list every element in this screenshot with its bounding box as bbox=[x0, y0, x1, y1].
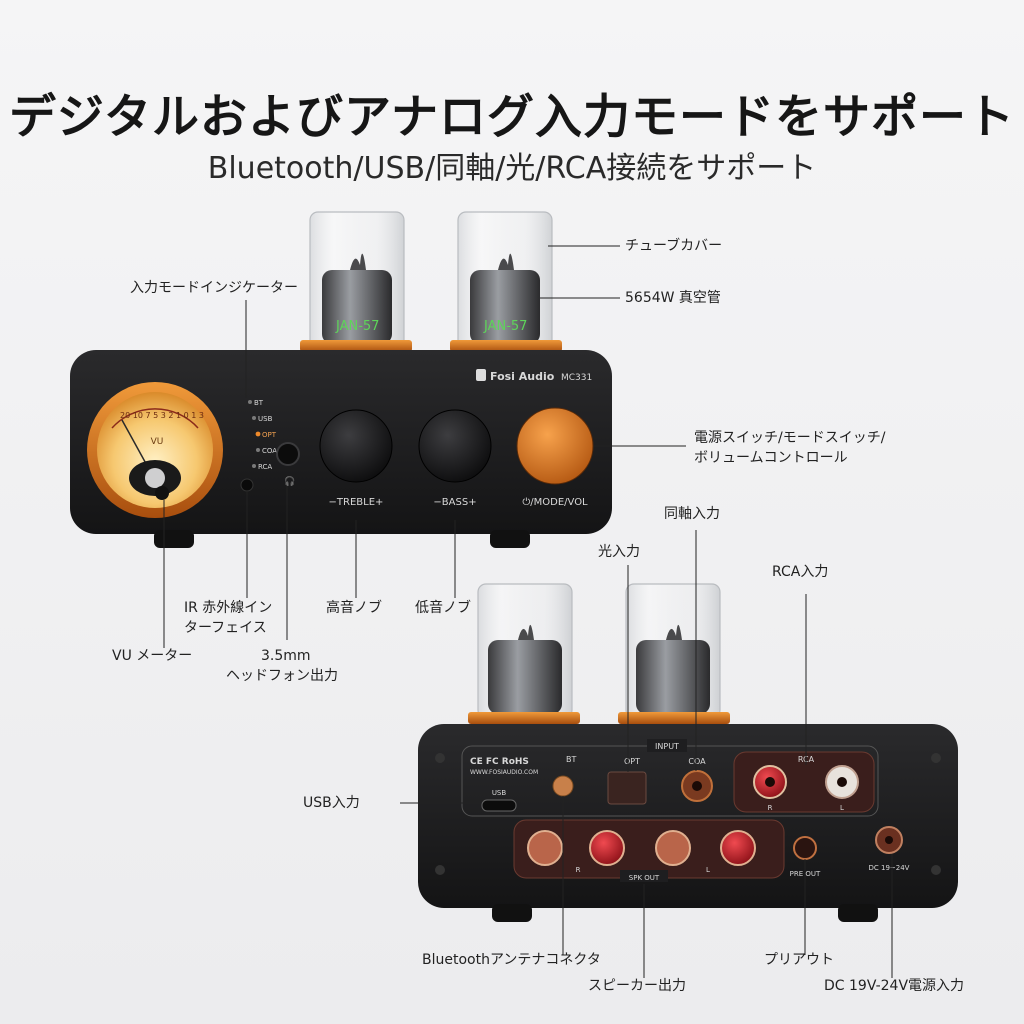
callout-lines bbox=[163, 245, 893, 978]
page-title: デジタルおよびアナログ入力モードをサポート bbox=[8, 90, 1016, 145]
usb-label: USB bbox=[492, 789, 507, 797]
rca-r-label: R bbox=[768, 804, 773, 812]
model-name: MC331 bbox=[561, 373, 592, 383]
volume-knob[interactable] bbox=[516, 407, 594, 485]
front-tube-left: JAN-57 bbox=[300, 211, 412, 352]
indicator-opt: OPT bbox=[262, 431, 277, 439]
spk-r-label: R bbox=[576, 866, 581, 874]
input-indicators bbox=[248, 400, 261, 468]
callout-speaker: スピーカー出力 bbox=[588, 978, 686, 994]
rear-tube-left bbox=[468, 583, 580, 724]
ir-receiver bbox=[240, 478, 254, 492]
indicator-coa: COA bbox=[262, 447, 277, 455]
svg-text:JAN-57: JAN-57 bbox=[483, 319, 527, 334]
callout-treble: 高音ノブ bbox=[326, 600, 382, 616]
usb-port[interactable] bbox=[481, 799, 517, 812]
spk-l-label: L bbox=[706, 866, 710, 874]
callout-coax: 同軸入力 bbox=[664, 506, 720, 522]
bass-label: −BASS+ bbox=[433, 497, 476, 508]
page-subtitle: Bluetooth/USB/同軸/光/RCA接続をサポート bbox=[207, 151, 817, 186]
callout-tube: 5654W 真空管 bbox=[625, 290, 721, 306]
brand-logo-icon bbox=[476, 369, 486, 381]
meter-unit: VU bbox=[151, 437, 164, 447]
rca-l-label: L bbox=[840, 804, 844, 812]
callout-headphone-1: 3.5mm bbox=[261, 648, 311, 664]
spk-l-plus[interactable] bbox=[655, 830, 691, 866]
spk-l-minus[interactable] bbox=[720, 830, 756, 866]
vu-meter bbox=[87, 382, 223, 518]
brand-name: Fosi Audio bbox=[490, 370, 555, 383]
pre-out-port[interactable] bbox=[793, 836, 817, 860]
callout-bass: 低音ノブ bbox=[415, 600, 471, 616]
headphone-jack[interactable] bbox=[276, 442, 300, 466]
optical-port[interactable] bbox=[607, 771, 647, 805]
site-text: WWW.FOSIAUDIO.COM bbox=[470, 769, 538, 776]
rear-tube-right bbox=[618, 583, 730, 724]
callout-preout: プリアウト bbox=[764, 952, 834, 968]
callout-power-switch-1: 電源スイッチ/モードスイッチ/ bbox=[694, 430, 886, 446]
callout-headphone-2: ヘッドフォン出力 bbox=[226, 668, 338, 684]
spk-r-minus[interactable] bbox=[589, 830, 625, 866]
indicator-bt: BT bbox=[254, 399, 264, 407]
callout-vu: VU メーター bbox=[112, 648, 193, 664]
bass-knob[interactable] bbox=[418, 409, 492, 483]
callout-dc: DC 19V-24V電源入力 bbox=[824, 978, 965, 994]
front-tube-right: JAN-57 bbox=[450, 211, 562, 352]
callout-ir-2: ターフェイス bbox=[184, 620, 267, 636]
meter-scale: 20 10 7 5 3 2 1 0 1 3 bbox=[120, 411, 204, 420]
opt-label: OPT bbox=[624, 757, 640, 766]
headphone-icon: 🎧 bbox=[284, 475, 295, 487]
front-unit: JAN-57 JAN-57 20 10 7 5 3 2 1 0 1 3 VU bbox=[70, 211, 612, 548]
dc-label: DC 19~24V bbox=[869, 864, 910, 872]
input-group-label: INPUT bbox=[655, 742, 679, 751]
cert-logos: CE FC RoHS bbox=[470, 757, 529, 767]
callout-power-switch-2: ボリュームコントロール bbox=[694, 450, 848, 466]
bt-antenna-connector[interactable] bbox=[552, 775, 574, 797]
rear-unit: INPUT CE FC RoHS WWW.FOSIAUDIO.COM USB B… bbox=[418, 583, 958, 922]
spk-out-label: SPK OUT bbox=[629, 874, 660, 882]
indicator-rca: RCA bbox=[258, 463, 272, 471]
spk-r-plus[interactable] bbox=[527, 830, 563, 866]
coa-label: COA bbox=[688, 757, 706, 766]
callout-tube-cover: チューブカバー bbox=[625, 238, 723, 254]
callout-ir-1: IR 赤外線イン bbox=[184, 600, 273, 616]
callout-optical: 光入力 bbox=[598, 544, 640, 560]
treble-knob[interactable] bbox=[319, 409, 393, 483]
callout-usb: USB入力 bbox=[303, 795, 360, 811]
bt-label: BT bbox=[566, 755, 576, 764]
treble-label: −TREBLE+ bbox=[329, 497, 384, 508]
vol-label: ⏻/MODE/VOL bbox=[522, 497, 588, 508]
svg-text:JAN-57: JAN-57 bbox=[335, 319, 379, 334]
callout-bt-antenna: Bluetoothアンテナコネクタ bbox=[422, 952, 601, 968]
callout-rca: RCA入力 bbox=[772, 564, 829, 580]
callout-indicator: 入力モードインジケーター bbox=[130, 280, 298, 296]
indicator-usb: USB bbox=[258, 415, 273, 423]
